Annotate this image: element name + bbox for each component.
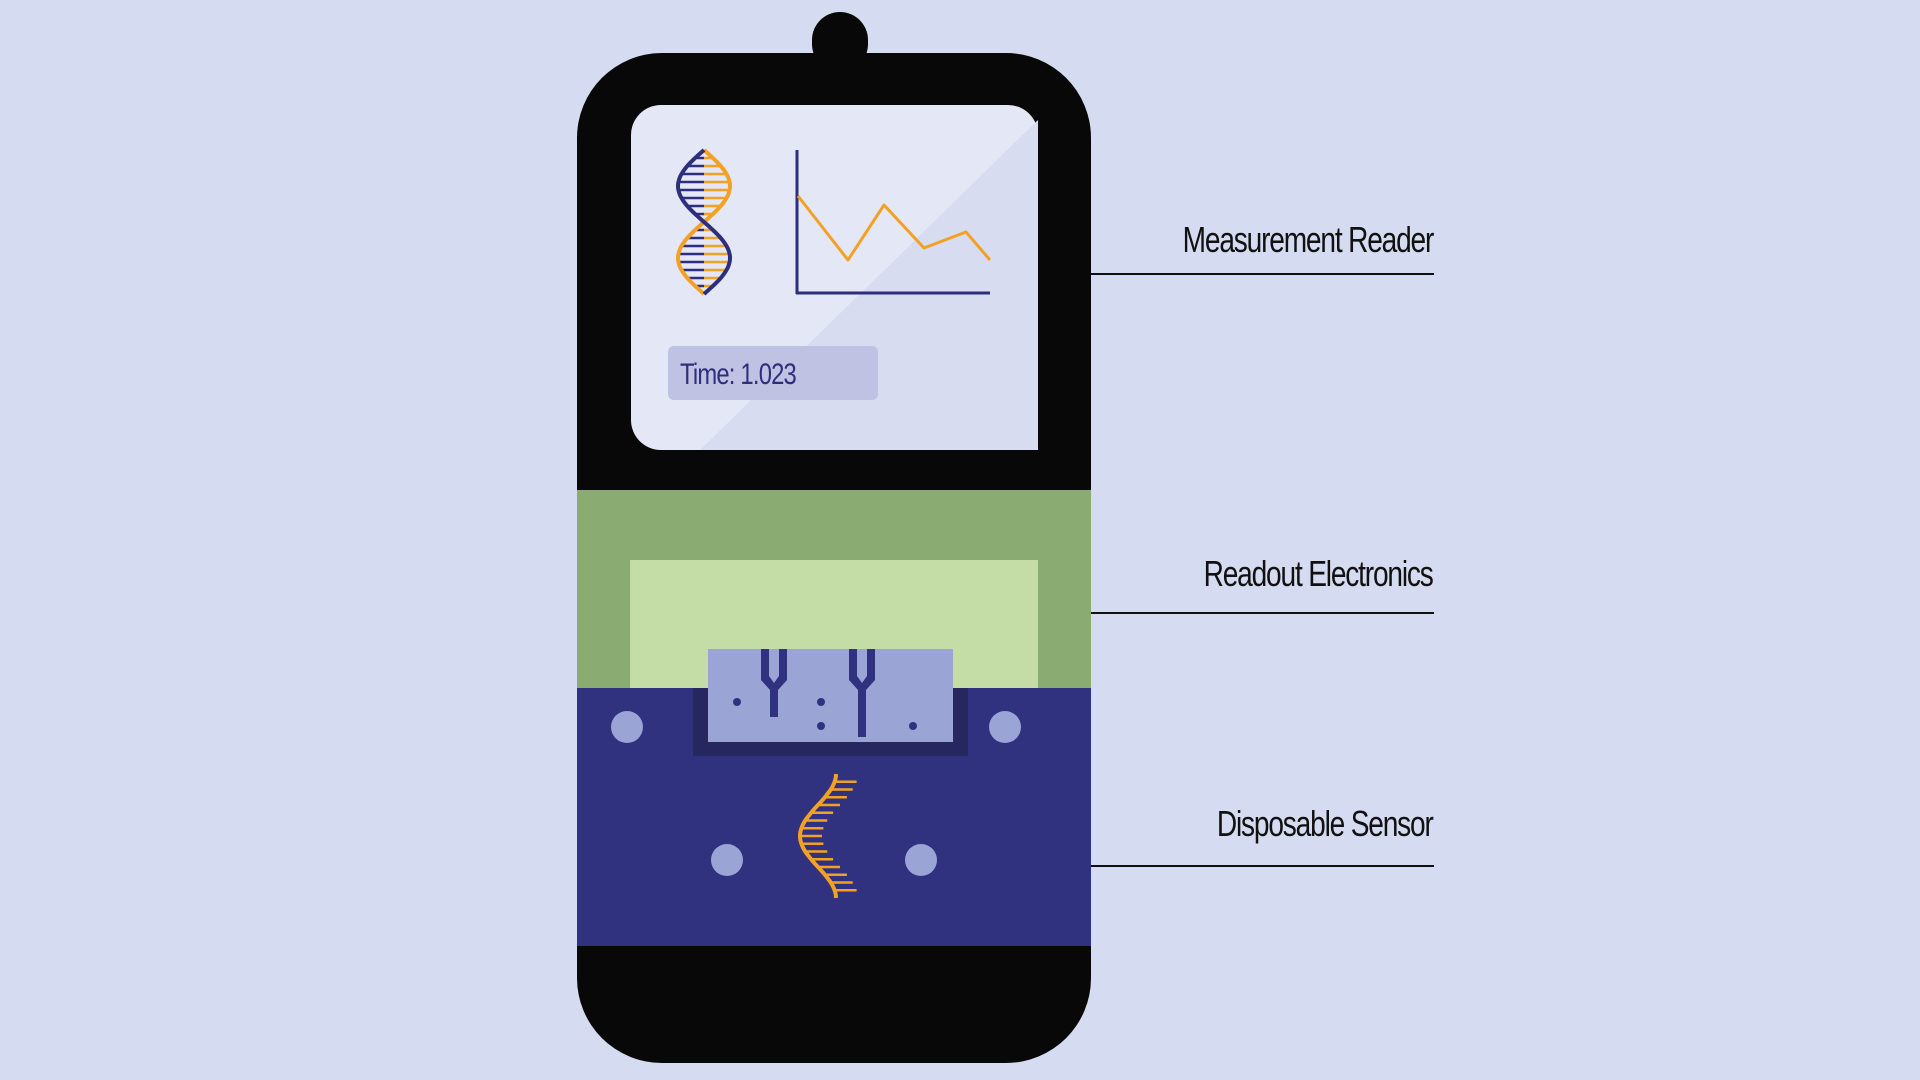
screen-readout-text: Time: 1.023: [680, 358, 796, 391]
screen-readout-box: [668, 346, 878, 400]
sensor-hole: [611, 711, 643, 743]
dna-helix-icon: [675, 148, 733, 296]
single-strand-dna-icon: [797, 773, 857, 899]
chip-dot: [909, 722, 917, 730]
electrode-left: [761, 649, 787, 717]
callout-label-measurement-reader: Measurement Reader: [1182, 219, 1434, 260]
chart-series-line: [796, 195, 992, 262]
electrode-right: [849, 649, 875, 737]
sensor-hole: [905, 844, 937, 876]
chip-dot: [817, 722, 825, 730]
callout-label-disposable-sensor: Disposable Sensor: [1217, 803, 1434, 844]
dna-strand: [797, 773, 838, 899]
dna-strand: [675, 148, 733, 296]
chip-dot: [817, 698, 825, 706]
sensor-hole: [711, 844, 743, 876]
line-chart-icon: [795, 150, 992, 295]
chip-dot: [733, 698, 741, 706]
callout-label-readout-electronics: Readout Electronics: [1203, 553, 1434, 594]
sensor-hole: [989, 711, 1021, 743]
fork-electrode-icon: [761, 649, 875, 737]
